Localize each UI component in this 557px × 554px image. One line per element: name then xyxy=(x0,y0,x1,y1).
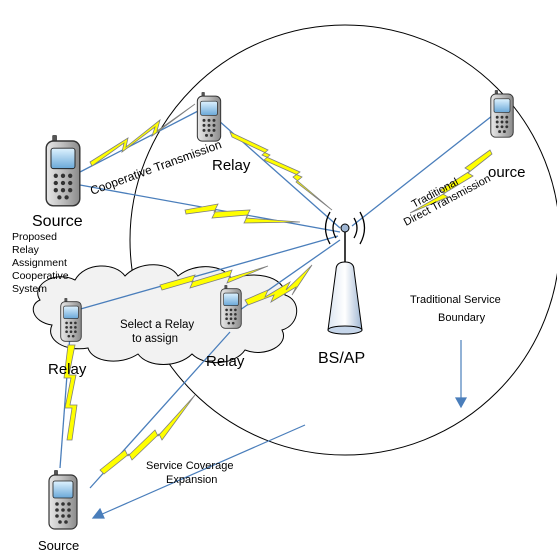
source-bottom-label: Source xyxy=(38,538,79,553)
relay-left-phone-icon xyxy=(60,298,82,342)
service-boundary-circle xyxy=(129,24,557,456)
proposed-label-2: Relay xyxy=(12,244,40,256)
select-relay-label-2: to assign xyxy=(132,333,178,345)
proposed-label-4: Cooperative xyxy=(12,270,69,282)
lightning-source-relay-middle xyxy=(99,394,196,475)
boundary-label-1: Traditional Service xyxy=(410,294,501,306)
boundary-arrowhead xyxy=(454,397,468,409)
coverage-arrow xyxy=(99,424,306,516)
source-right-label: ource xyxy=(488,164,526,181)
coverage-label-2: Expansion xyxy=(166,474,217,486)
lightning-bolts xyxy=(63,103,493,475)
proposed-label-3: Assignment xyxy=(12,257,67,269)
relay-left-label: Relay xyxy=(48,361,87,378)
lightning-relay-left-bs xyxy=(159,265,269,291)
proposed-label-1: Proposed xyxy=(12,231,57,243)
link-source-relay-top xyxy=(79,109,201,173)
source-right-phone-icon xyxy=(490,90,514,138)
signal-waves-icon xyxy=(324,211,366,245)
source-left-phone-icon xyxy=(45,135,81,207)
lightning-source-bs xyxy=(184,203,301,224)
cooperative-transmission-label: Cooperative Transmission xyxy=(88,137,223,198)
lightning-relay-middle-bs xyxy=(244,264,313,306)
coverage-arrowhead xyxy=(91,507,105,519)
link-relay-left-bs xyxy=(76,235,339,311)
arrows xyxy=(91,340,468,519)
bs-ap-antenna xyxy=(324,211,366,335)
coverage-label-1: Service Coverage xyxy=(146,460,233,472)
lightning-source-relay xyxy=(89,103,196,167)
source-bottom-phone-icon xyxy=(48,470,78,530)
lightning-relay-bs xyxy=(229,131,333,211)
proposed-label-5: System xyxy=(12,283,47,295)
relay-top-label: Relay xyxy=(212,157,251,174)
lightning-relay-left-source xyxy=(63,344,78,441)
relay-middle-label: Relay xyxy=(206,353,245,370)
relay-top-phone-icon xyxy=(196,92,222,142)
boundary-label-2: Boundary xyxy=(438,312,486,324)
relay-middle-phone-icon xyxy=(220,285,242,329)
source-left-label: Source xyxy=(32,213,83,230)
lightning-right-source-bs xyxy=(409,149,493,214)
bs-ap-label: BS/AP xyxy=(318,350,365,367)
link-right-source-bs xyxy=(351,111,498,227)
select-relay-label-1: Select a Relay xyxy=(120,319,194,331)
